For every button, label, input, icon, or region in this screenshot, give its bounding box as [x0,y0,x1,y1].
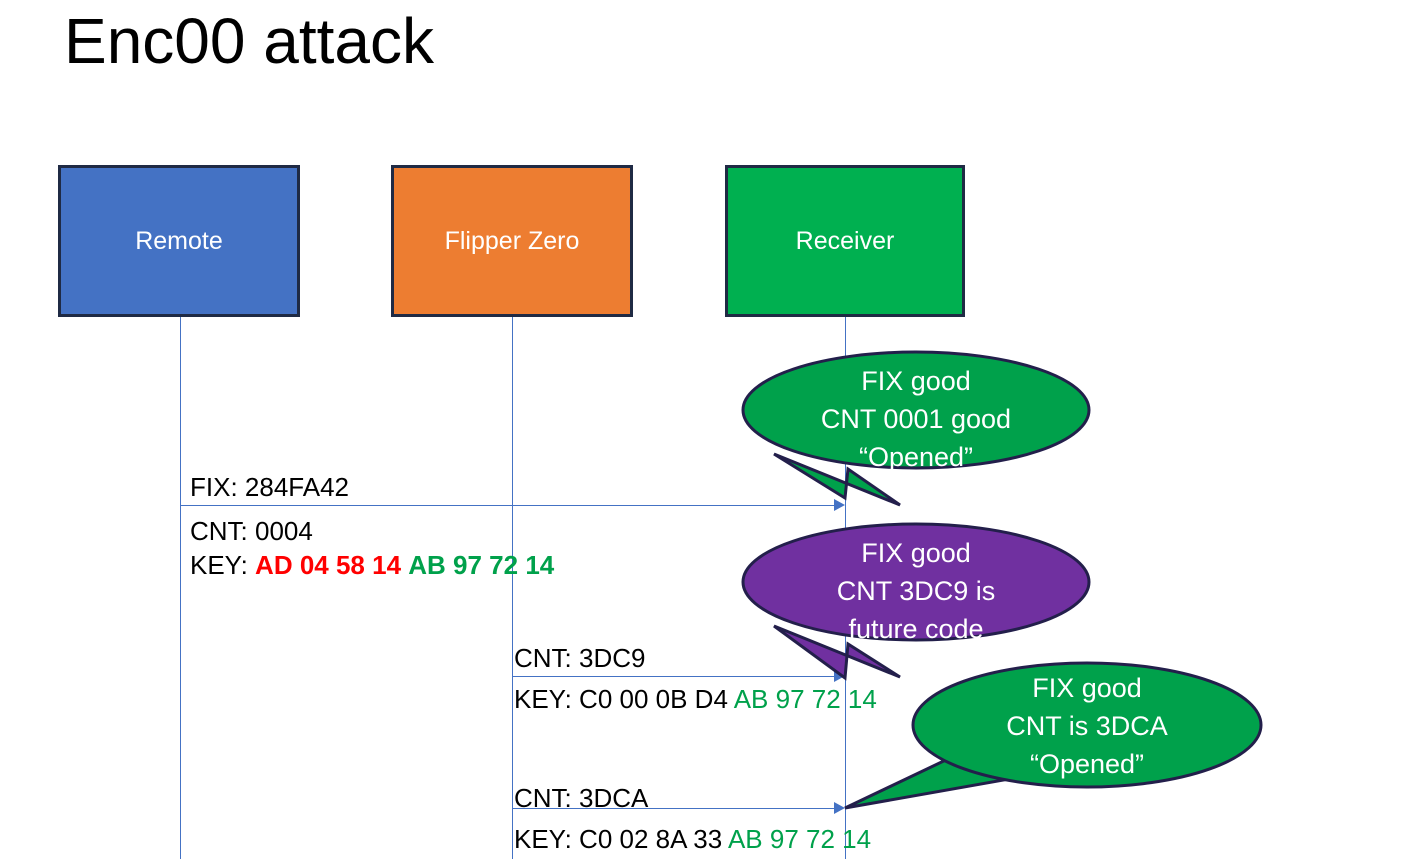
message-1-cnt-label: CNT: 0004 [190,516,313,546]
bubble-body-2 [741,522,1091,642]
message-3-key-part2: AB 97 72 14 [727,824,872,854]
actor-label-flipper-zero: Flipper Zero [444,226,580,255]
message-3-key-prefix: KEY: C0 02 8A 33 [514,824,728,854]
message-arrow-3 [512,808,835,809]
message-arrow-1 [180,505,835,506]
actor-label-remote: Remote [135,226,223,255]
speech-bubble-3: FIX good CNT is 3DCA “Opened” [840,660,1264,812]
actor-box-flipper-zero[interactable]: Flipper Zero [391,165,633,317]
page-title: Enc00 attack [64,5,434,77]
bubble-body-1 [741,350,1091,470]
arrowhead-icon [834,499,845,511]
message-3-key-label: KEY: C0 02 8A 33 AB 97 72 14 [514,822,871,856]
bubble-tail-2 [773,624,901,681]
message-1-key-part1: AD 04 58 14 [255,550,402,580]
message-1-fix-label: FIX: 284FA42 [190,472,349,502]
message-3-cnt-label: CNT: 3DCA [514,783,649,813]
message-2-key-prefix: KEY: C0 00 0B D4 [514,684,734,714]
speech-bubble-1: FIX good CNT 0001 good “Opened” [740,348,1092,508]
message-1-key-part2: AB 97 72 14 [408,550,555,580]
bubble-body-3 [911,661,1263,789]
message-arrow-2 [512,676,835,677]
actor-box-receiver[interactable]: Receiver [725,165,965,317]
speech-bubble-2: FIX good CNT 3DC9 is future code [740,520,1092,681]
bubble-tail-1 [773,452,901,507]
message-1-key-prefix: KEY: [190,550,256,580]
lifeline-remote [180,317,181,859]
actor-box-remote[interactable]: Remote [58,165,300,317]
arrowhead-icon [834,802,845,814]
actor-label-receiver: Receiver [795,226,895,255]
message-1-key-label: KEY: AD 04 58 14 AB 97 72 14 [190,548,554,582]
arrowhead-icon [834,670,845,682]
message-2-key-label: KEY: C0 00 0B D4 AB 97 72 14 [514,682,877,716]
lifeline-flipper-zero [512,317,513,859]
message-2-key-part2: AB 97 72 14 [733,684,877,714]
message-2-cnt-label: CNT: 3DC9 [514,643,646,673]
